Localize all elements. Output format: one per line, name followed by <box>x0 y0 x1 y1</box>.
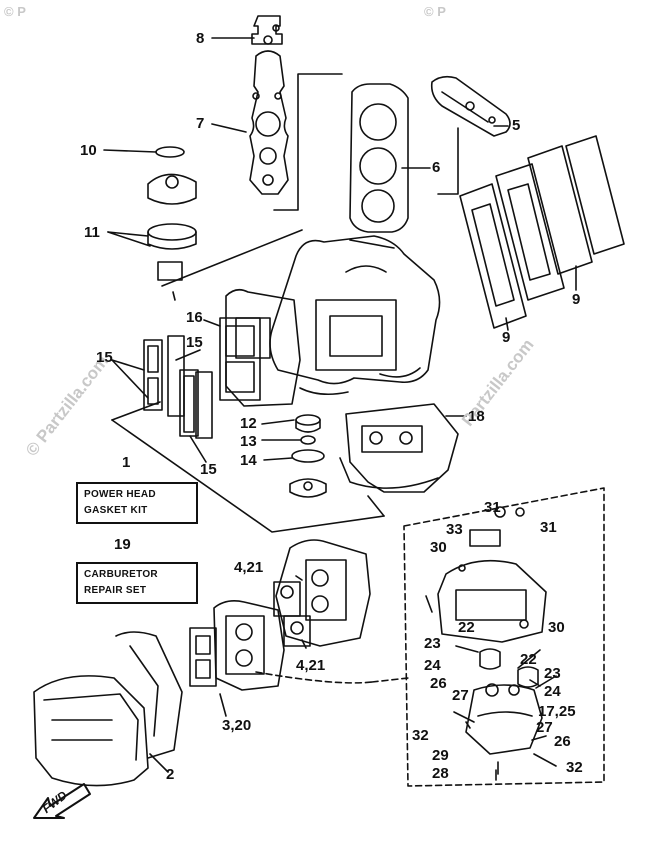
callout-29: 29 <box>432 747 449 764</box>
callout-32-b: 32 <box>566 759 583 776</box>
callout-30-b: 30 <box>548 619 565 636</box>
callout-26-b: 26 <box>554 733 571 750</box>
power-head-kit-line1: POWER HEAD <box>84 489 156 500</box>
callout-23-b: 23 <box>544 665 561 682</box>
callout-22-b: 22 <box>520 651 537 668</box>
callout-6: 6 <box>432 159 441 176</box>
watermark-top-right: © P <box>424 4 446 19</box>
part-4-21-manifold <box>273 539 371 649</box>
callout-8: 8 <box>196 30 205 47</box>
callout-30-a: 30 <box>430 539 447 556</box>
callout-31-b: 31 <box>540 519 557 536</box>
part-5-cover <box>430 75 511 195</box>
callout-13: 13 <box>240 433 257 450</box>
watermark-top-left: © P <box>4 4 26 19</box>
callout-7: 7 <box>196 115 205 132</box>
callout-23-a: 23 <box>424 635 441 652</box>
part-12-13-14-seals <box>261 414 327 498</box>
callout-27-a: 27 <box>452 687 469 704</box>
callout-9-a: 9 <box>572 291 581 308</box>
callout-15-b: 15 <box>186 334 203 351</box>
callout-14: 14 <box>240 452 257 469</box>
fwd-arrow-icon <box>33 783 91 819</box>
part-8-gasket <box>211 15 283 45</box>
callout-26-a: 26 <box>430 675 447 692</box>
callout-12: 12 <box>240 415 257 432</box>
callout-31-a: 31 <box>484 499 501 516</box>
callout-10: 10 <box>80 142 97 159</box>
callout-24-b: 24 <box>544 683 561 700</box>
callout-28: 28 <box>432 765 449 782</box>
callout-11: 11 <box>84 224 100 241</box>
callout-17-25: 17,25 <box>538 703 576 720</box>
callout-27-b: 27 <box>536 719 553 736</box>
part-3-20-carb-body <box>189 600 285 717</box>
power-head-kit-line2: GASKET KIT <box>84 505 148 516</box>
callout-33: 33 <box>446 521 463 538</box>
part-6-head-gasket <box>349 83 431 233</box>
callout-2: 2 <box>166 766 175 783</box>
callout-15-a: 15 <box>96 349 113 366</box>
carburetor-repair-set-box: CARBURETOR REPAIR SET <box>76 562 198 604</box>
callout-9-b: 9 <box>502 329 511 346</box>
carb-group <box>255 487 605 787</box>
callout-4-21-bottom: 4,21 <box>296 657 326 674</box>
carburetor-kit-line1: CARBURETOR <box>84 569 158 580</box>
callout-4-21-top: 4,21 <box>234 559 264 576</box>
callout-16: 16 <box>186 309 203 326</box>
part-18-crankcase <box>339 403 467 493</box>
carburetor-kit-line2: REPAIR SET <box>84 585 147 596</box>
callout-19: 19 <box>114 536 131 553</box>
part-10-11-thermostat <box>103 146 303 301</box>
callout-15-c: 15 <box>200 461 217 478</box>
part-15-reed-valves <box>111 335 213 463</box>
callout-1: 1 <box>122 454 131 471</box>
kit-lines <box>111 401 385 533</box>
power-head-gasket-kit-box: POWER HEAD GASKET KIT <box>76 482 198 524</box>
callout-22-a: 22 <box>458 619 475 636</box>
callout-5: 5 <box>512 117 521 134</box>
callout-24-a: 24 <box>424 657 441 674</box>
callout-18: 18 <box>468 408 485 425</box>
power-head-block <box>225 235 441 407</box>
part-7-plate <box>211 50 343 211</box>
callout-3-20: 3,20 <box>222 717 252 734</box>
part-9-exhaust-plates <box>459 135 625 331</box>
part-2-silencer <box>33 631 183 787</box>
part-16-reed-plate <box>203 317 261 401</box>
callout-32-a: 32 <box>412 727 429 744</box>
